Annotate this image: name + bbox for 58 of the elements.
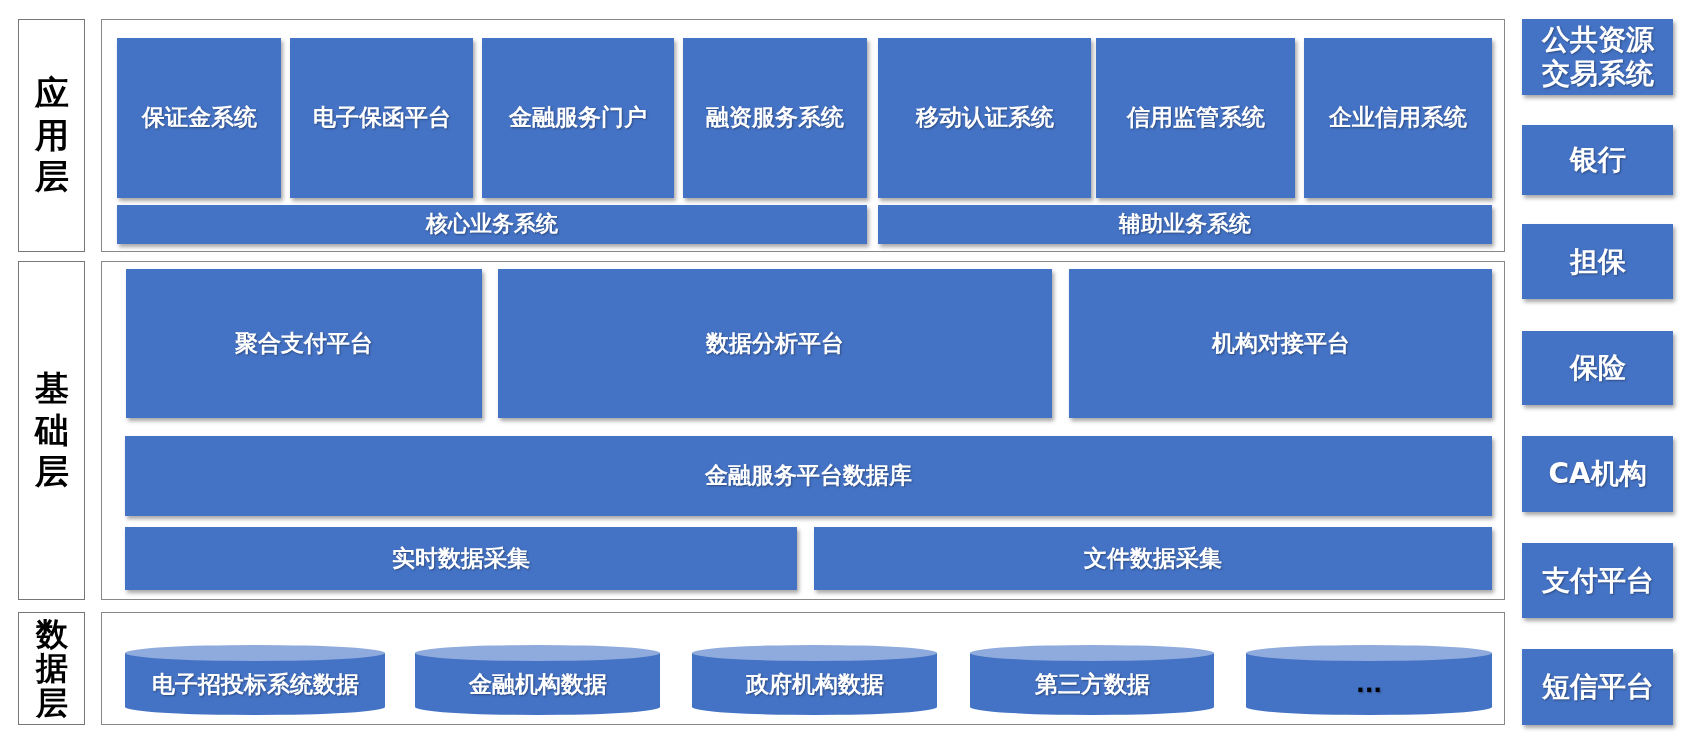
partner-block [1522,224,1673,299]
layer-panel [101,612,1505,725]
system-block [1069,269,1492,418]
cylinder-label: 政府机构数据 [745,671,884,699]
layer-tab [18,19,85,252]
layer-tab [18,261,85,600]
layer-title: 数据层 [35,616,68,721]
category-bar [117,205,867,244]
layer-panel [101,19,1505,252]
partner-block [1522,543,1673,618]
block-label: 公共资源交易系统 [1540,23,1655,91]
layer-tab [18,612,85,725]
cylinder-label: 第三方数据 [1034,671,1150,699]
partner-block [1522,331,1673,405]
category-bar [878,205,1492,244]
category-bar [814,527,1492,590]
system-block [1304,38,1492,198]
category-bar [125,527,797,590]
bar-label: 核心业务系统 [424,211,559,238]
block-label: 机构对接平台 [1210,329,1351,358]
bar-label: 文件数据采集 [1083,544,1223,573]
block-label: 融资服务系统 [705,104,845,132]
block-label: 聚合支付平台 [234,329,374,358]
block-label: 移动认证系统 [914,104,1055,132]
cylinder-label: 电子招投标系统数据 [151,671,359,699]
bar-label: 实时数据采集 [391,544,531,573]
bar-label: 金融服务平台数据库 [704,462,913,490]
cylinder-label: 金融机构数据 [468,671,607,699]
system-block [290,38,473,198]
system-block [126,269,482,418]
system-block [683,38,867,198]
block-label: 企业信用系统 [1328,104,1468,132]
layer-title: 应用层 [34,73,69,198]
partner-block [1522,649,1673,725]
block-label: 担保 [1568,244,1627,279]
block-label: 金融服务门户 [508,104,648,132]
block-label: CA机构 [1547,457,1648,491]
system-block [117,38,281,198]
bar-label: 辅助业务系统 [1117,211,1252,238]
system-block [498,269,1052,418]
block-label: 电子保函平台 [311,104,452,132]
partner-block [1522,19,1673,95]
block-label: 支付平台 [1540,563,1655,598]
system-block [1096,38,1295,198]
partner-block [1522,436,1673,512]
block-label: 数据分析平台 [704,329,845,358]
block-label: 保证金系统 [140,104,258,132]
block-label: 保险 [1568,351,1627,385]
block-label: 银行 [1568,143,1627,177]
block-label: 短信平台 [1540,670,1655,704]
database-bar [125,436,1492,516]
system-block [878,38,1091,198]
partner-block [1522,125,1673,195]
system-block [482,38,674,198]
cylinder-label: ... [1355,671,1383,699]
layer-panel [101,261,1505,600]
layer-title: 基础层 [34,368,69,493]
block-label: 信用监管系统 [1125,104,1266,132]
